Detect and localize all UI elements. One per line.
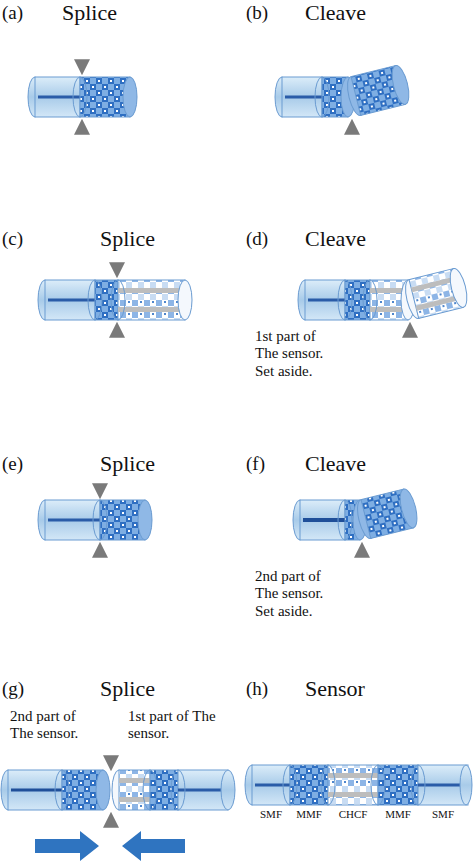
mmf-segment bbox=[95, 280, 118, 320]
cut-piece bbox=[354, 487, 420, 540]
fiber-core bbox=[303, 518, 345, 522]
smf-segment bbox=[8, 770, 62, 810]
splice-joint bbox=[371, 765, 385, 805]
fiber-b bbox=[275, 64, 412, 117]
splice-joint bbox=[73, 77, 87, 117]
fiber-core bbox=[48, 519, 100, 522]
splice-joint bbox=[411, 765, 425, 805]
push-arrow bbox=[122, 831, 185, 861]
splice-joint bbox=[321, 765, 335, 805]
fiber-end bbox=[447, 267, 470, 309]
splice-joint bbox=[363, 280, 377, 320]
fiber-label: SMF bbox=[421, 808, 465, 821]
push-arrow bbox=[35, 831, 99, 861]
panel-letter: (a) bbox=[2, 2, 42, 24]
splice-joint bbox=[55, 770, 69, 810]
chcf-band bbox=[118, 288, 185, 293]
splice-joint bbox=[315, 77, 329, 117]
fiber-core bbox=[38, 96, 80, 99]
panel-letter: (g) bbox=[2, 678, 42, 700]
step-title: Cleave bbox=[305, 0, 405, 25]
smf-segment bbox=[45, 500, 100, 540]
fiber-end bbox=[96, 770, 110, 810]
panel-letter: (h) bbox=[246, 678, 286, 700]
fiber-h bbox=[245, 765, 472, 805]
splice-joint bbox=[93, 500, 107, 540]
cut-piece bbox=[344, 64, 412, 117]
splice-joint bbox=[283, 765, 297, 805]
fiber-core bbox=[11, 789, 62, 792]
fiber-label: MMF bbox=[287, 808, 331, 821]
electrode-arrow bbox=[109, 815, 113, 864]
fiber-core bbox=[255, 784, 290, 787]
fiber-end bbox=[178, 280, 192, 320]
panel-letter: (d) bbox=[246, 228, 286, 250]
fiber-g-left bbox=[1, 770, 110, 810]
panel-letter: (b) bbox=[246, 2, 286, 24]
chcf-band bbox=[119, 797, 150, 802]
chcf-band bbox=[119, 778, 150, 783]
smf-segment bbox=[252, 765, 290, 805]
cleaver-arrow bbox=[360, 545, 364, 576]
cleaver-arrow bbox=[350, 122, 354, 152]
fiber-end bbox=[138, 500, 152, 540]
chcf-band bbox=[328, 773, 378, 778]
fiber-end bbox=[389, 64, 412, 106]
step-title: Splice bbox=[100, 676, 190, 701]
panel-letter: (e) bbox=[2, 453, 42, 475]
fiber-d bbox=[298, 267, 470, 320]
step-title: Splice bbox=[100, 451, 190, 476]
fiber-end bbox=[221, 770, 235, 810]
chcf-band bbox=[328, 792, 378, 797]
splice-joint bbox=[338, 500, 352, 540]
fiber-f bbox=[293, 487, 420, 540]
chcf-segment bbox=[118, 280, 185, 320]
panel-letter: (f) bbox=[246, 453, 286, 475]
smf-segment bbox=[282, 77, 322, 117]
step-note: 2nd part of The sensor. Set aside. bbox=[255, 568, 337, 620]
fiber-label: MMF bbox=[376, 808, 420, 821]
fiber-end bbox=[460, 765, 472, 805]
step-title: Cleave bbox=[305, 451, 405, 476]
splice-joint bbox=[111, 280, 125, 320]
electrode-arrow bbox=[115, 325, 119, 352]
fiber-end bbox=[123, 77, 137, 117]
fiber-c bbox=[38, 280, 192, 320]
step-title: Splice bbox=[100, 226, 190, 251]
fiber-core bbox=[285, 96, 322, 99]
smf-segment bbox=[305, 280, 345, 320]
panel-letter: (c) bbox=[2, 228, 42, 250]
electrode-arrow bbox=[80, 122, 84, 152]
fiber-e bbox=[38, 500, 152, 540]
step-title: Splice bbox=[62, 0, 152, 25]
electrode-arrow bbox=[80, 45, 84, 72]
splice-joint bbox=[171, 770, 185, 810]
electrode-arrow bbox=[98, 545, 102, 574]
mmf-segment bbox=[150, 770, 178, 810]
part-note: 1st part of The sensor. bbox=[128, 708, 218, 743]
fiber-label: CHCF bbox=[331, 808, 375, 821]
part-note: 2nd part of The sensor. bbox=[10, 708, 100, 743]
chcf-band bbox=[118, 307, 185, 312]
splice-joint bbox=[88, 280, 102, 320]
cleaver-arrow bbox=[408, 325, 412, 356]
cut-piece bbox=[402, 267, 470, 320]
splice-joint bbox=[143, 770, 157, 810]
electrode-arrow bbox=[109, 746, 113, 768]
fiber-core bbox=[308, 299, 345, 302]
mmf-segment bbox=[290, 765, 328, 805]
fiber-a bbox=[28, 77, 137, 117]
mmf-segment bbox=[345, 280, 370, 320]
fiber-g-right bbox=[112, 770, 235, 810]
fiber-label: SMF bbox=[249, 808, 293, 821]
fiber-end bbox=[397, 487, 420, 529]
step-note: 1st part of The sensor. Set aside. bbox=[255, 328, 335, 380]
mmf-segment bbox=[378, 765, 418, 805]
step-title: Sensor bbox=[305, 676, 405, 701]
step-title: Cleave bbox=[305, 226, 405, 251]
splice-joint bbox=[338, 280, 352, 320]
